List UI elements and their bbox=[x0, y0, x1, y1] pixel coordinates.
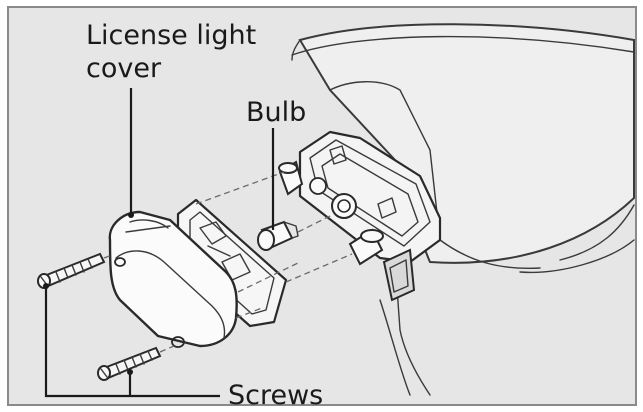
bulb-label: Bulb bbox=[246, 97, 306, 128]
screws-label: Screws bbox=[228, 380, 323, 411]
lamp-socket-housing bbox=[278, 130, 442, 302]
leader-lines bbox=[43, 88, 275, 398]
bumper-panel bbox=[291, 23, 635, 396]
bulb bbox=[257, 220, 299, 251]
screws-bracket-line bbox=[44, 284, 220, 398]
license-cover-label-line2: cover bbox=[86, 53, 162, 84]
screw-lower bbox=[97, 346, 162, 381]
license-cover-label-line1: License light bbox=[86, 20, 256, 51]
alignment-lines bbox=[103, 171, 353, 353]
